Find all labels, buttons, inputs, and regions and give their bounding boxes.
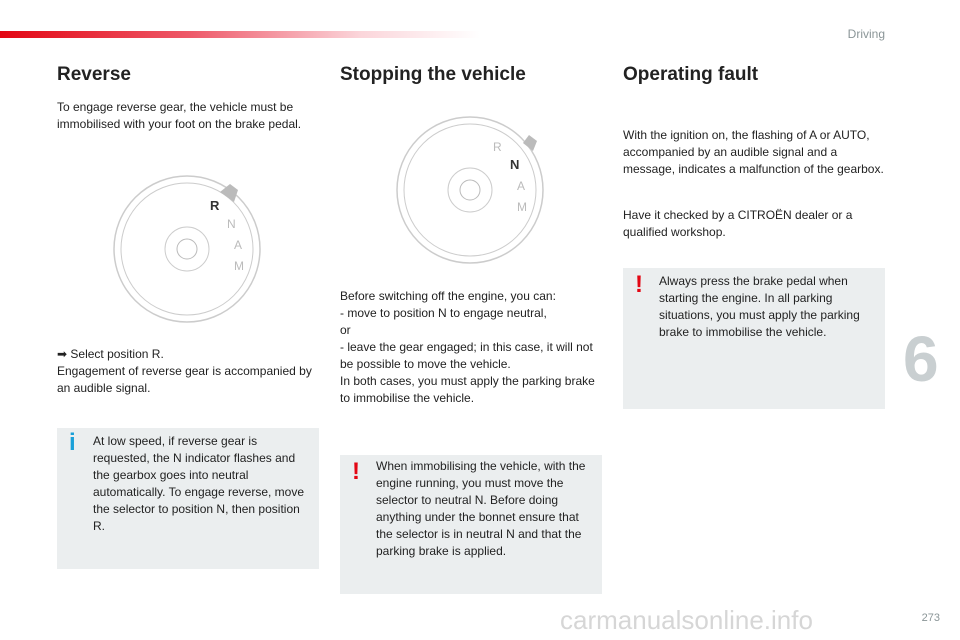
dial-label-a: A bbox=[234, 238, 242, 252]
chapter-number: 6 bbox=[903, 323, 939, 395]
page-number: 273 bbox=[921, 612, 940, 624]
dial-label-n: N bbox=[227, 217, 236, 231]
watermark: carmanualsonline.info bbox=[560, 605, 813, 635]
warning-text: Always press the brake pedal when starti… bbox=[659, 274, 860, 339]
reverse-intro: To engage reverse gear, the vehicle must… bbox=[57, 100, 302, 131]
stopping-intro: Before switching off the engine, you can… bbox=[340, 289, 556, 303]
info-text: At low speed, if reverse gear is request… bbox=[93, 434, 305, 533]
header-bar bbox=[0, 31, 480, 38]
warning-icon: ! bbox=[635, 271, 643, 298]
info-box: i At low speed, if reverse gear is reque… bbox=[57, 428, 319, 569]
section-title: Driving bbox=[847, 27, 885, 41]
arrow-right-icon: ➡ bbox=[57, 347, 71, 361]
warning-icon: ! bbox=[352, 458, 360, 485]
warning-text: When immobilising the vehicle, with the … bbox=[376, 459, 586, 558]
dial-label-r: R bbox=[210, 198, 220, 213]
svg-text:M: M bbox=[517, 200, 527, 214]
gear-selector-dial-n: R N A M bbox=[396, 116, 544, 264]
stopping-or: or bbox=[340, 323, 351, 337]
stopping-heading: Stopping the vehicle bbox=[340, 64, 526, 85]
stopping-option-2: - leave the gear engaged; in this case, … bbox=[340, 340, 593, 371]
warning-box-stopping: ! When immobilising the vehicle, with th… bbox=[340, 455, 602, 594]
gear-selector-dial-r: R N A M bbox=[113, 175, 261, 323]
warning-box-fault: ! Always press the brake pedal when star… bbox=[623, 268, 885, 409]
svg-text:R: R bbox=[493, 140, 502, 154]
stopping-option-1: - move to position N to engage neutral, bbox=[340, 306, 547, 320]
fault-heading: Operating fault bbox=[623, 64, 759, 85]
svg-text:A: A bbox=[517, 179, 525, 193]
info-icon: i bbox=[69, 429, 76, 456]
reverse-result: Engagement of reverse gear is accompanie… bbox=[57, 364, 312, 395]
svg-text:N: N bbox=[510, 157, 519, 172]
reverse-heading: Reverse bbox=[57, 64, 131, 85]
dial-label-m: M bbox=[234, 259, 244, 273]
fault-paragraph-2: Have it checked by a CITROËN dealer or a… bbox=[623, 208, 853, 239]
fault-paragraph-1: With the ignition on, the flashing of A … bbox=[623, 128, 884, 176]
stopping-conclusion: In both cases, you must apply the parkin… bbox=[340, 374, 595, 405]
reverse-step: Select position R. bbox=[70, 347, 164, 361]
